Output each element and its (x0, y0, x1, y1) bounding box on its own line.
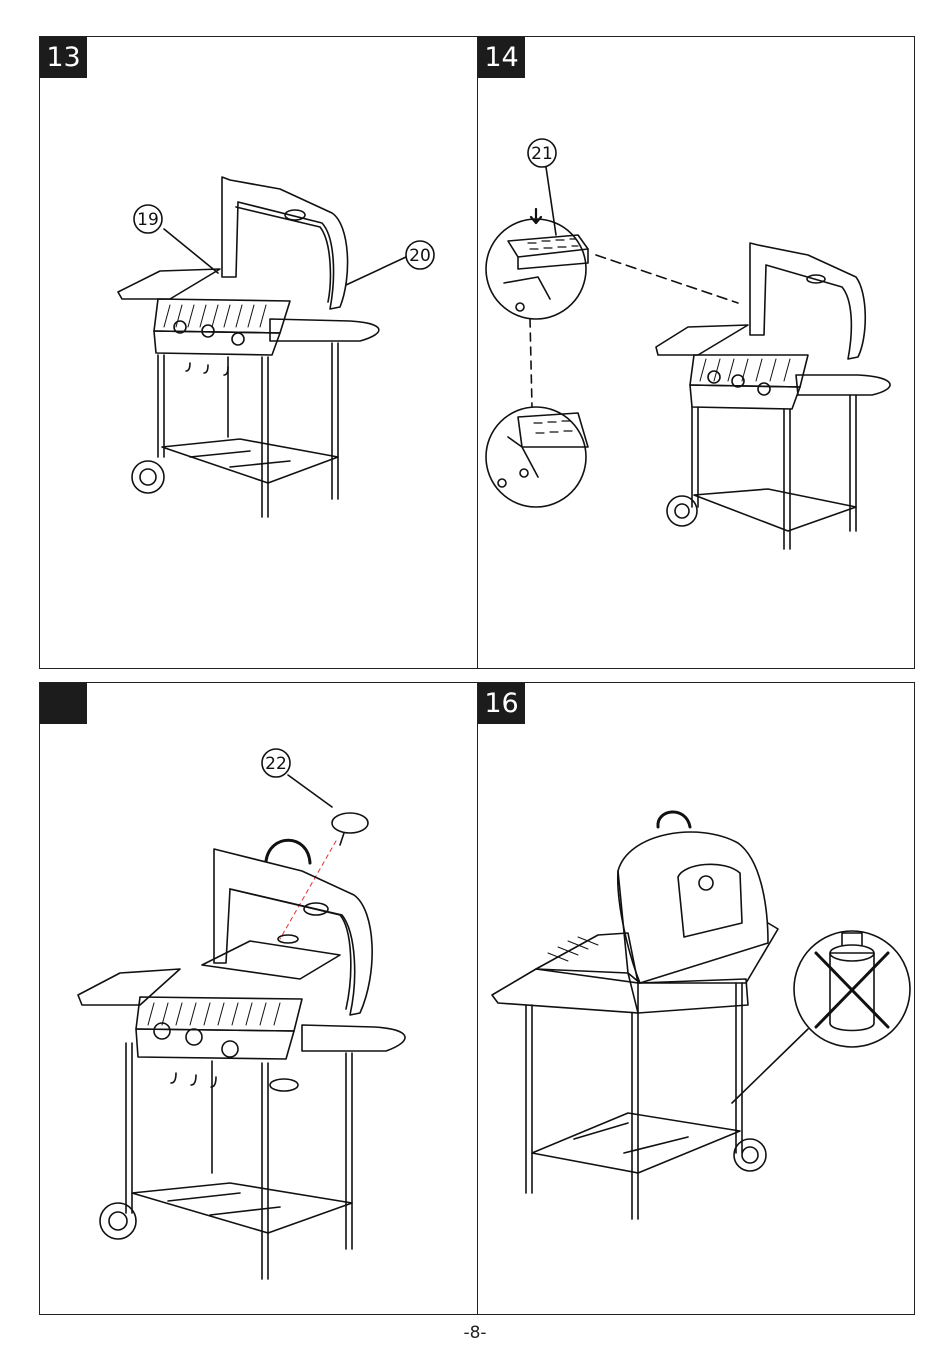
grill-illustration-step-15: 22 (40, 683, 477, 1314)
step-13-panel: 13 (39, 36, 478, 669)
callout-20: 20 (409, 246, 431, 266)
grill-illustration-step-16 (478, 683, 914, 1314)
callout-21: 21 (531, 144, 553, 164)
grill-illustration-step-13: 19 20 (40, 37, 477, 668)
step-14-panel: 14 (477, 36, 915, 669)
callout-22: 22 (265, 754, 287, 774)
grill-illustration-step-14: 21 (478, 37, 914, 668)
step-15-panel: 22 (39, 682, 478, 1315)
page-number: -8- (0, 1323, 950, 1343)
callout-19: 19 (137, 210, 159, 230)
step-16-panel: 16 (477, 682, 915, 1315)
